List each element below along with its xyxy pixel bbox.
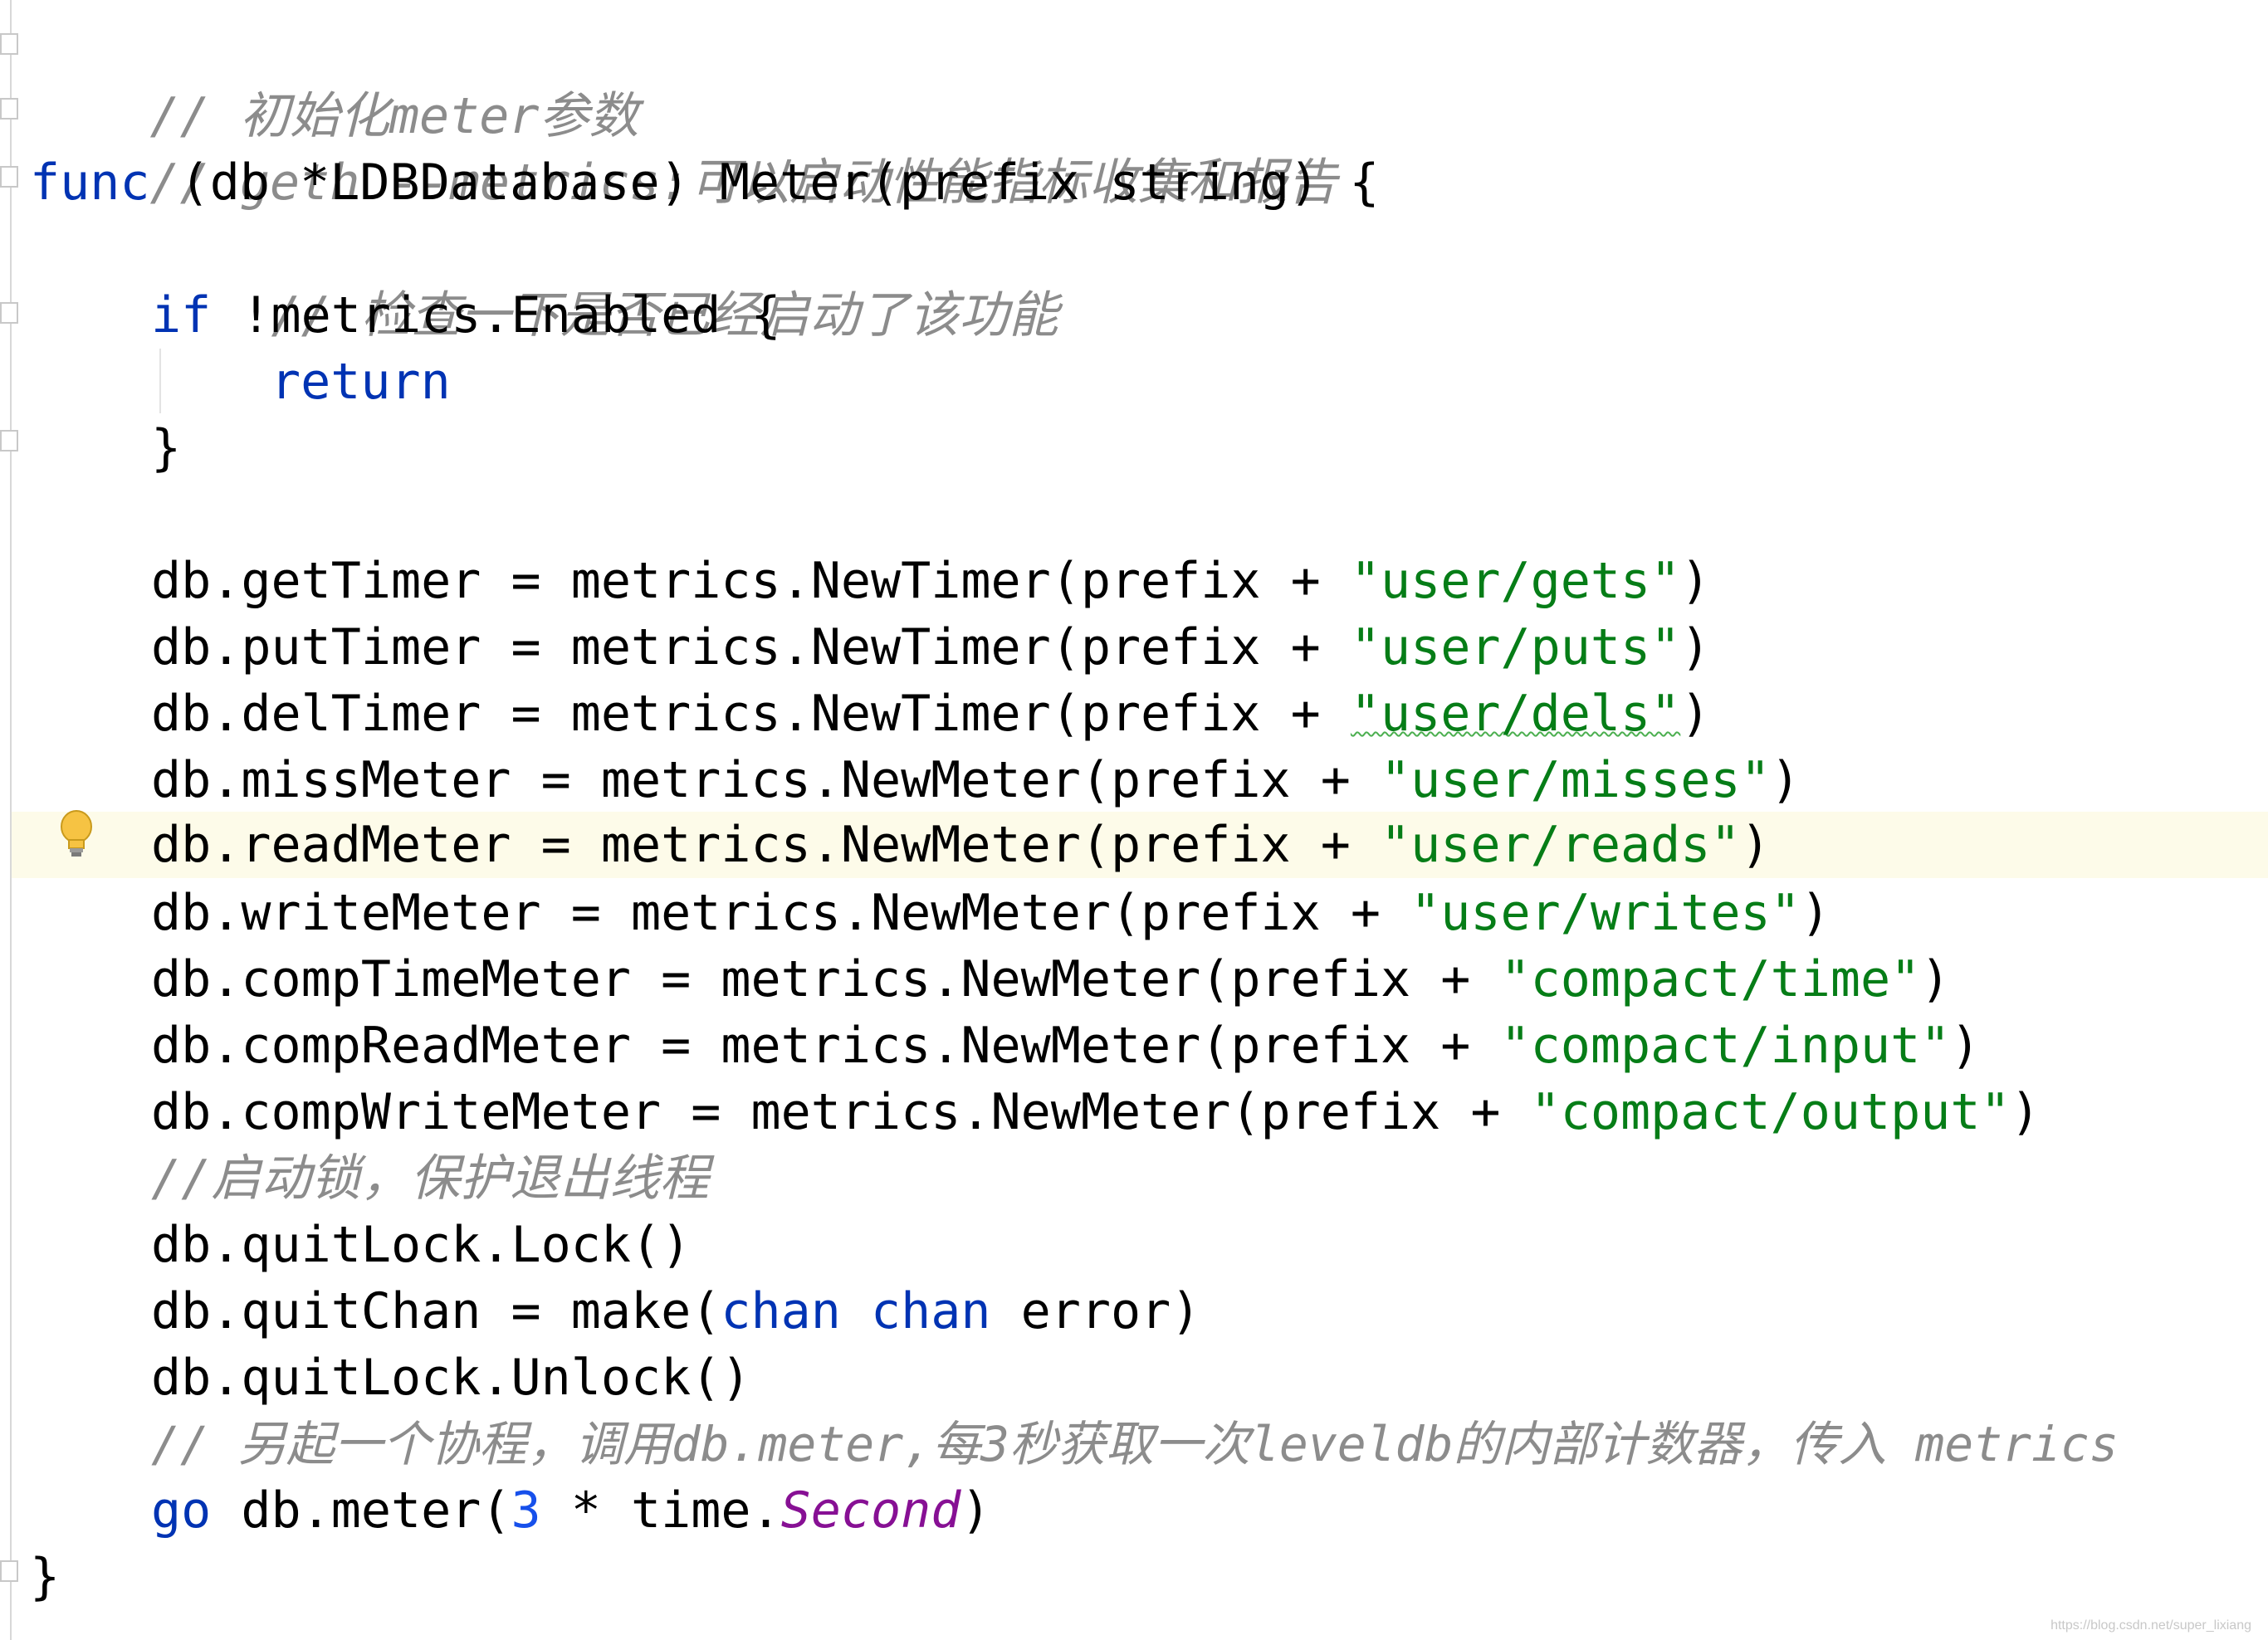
caret-row-highlight <box>12 812 2268 878</box>
number-literal: 3 <box>511 1481 541 1540</box>
code-line[interactable]: db.compReadMeter = metrics.NewMeter(pref… <box>30 1013 1981 1079</box>
editor-gutter <box>0 0 12 1640</box>
code-line[interactable]: // geth --metrics:可以启动性能指标收集和报告 <box>30 83 1337 212</box>
code-line[interactable]: // 初始化meter参数 <box>30 17 639 145</box>
comment-text: //启动锁，保护退出线程 <box>151 1149 710 1208</box>
code-text: ) <box>1950 1017 1981 1075</box>
watermark-text: https://blog.csdn.net/super_lixiang <box>2050 1618 2251 1633</box>
fold-marker-icon[interactable] <box>0 430 18 451</box>
string-literal: "user/dels" <box>1350 685 1681 743</box>
code-text: db.meter( <box>211 1481 511 1540</box>
code-text: !metrics.Enabled { <box>211 286 781 344</box>
code-text: ) <box>1800 884 1831 942</box>
code-text: ) <box>2010 1083 2041 1141</box>
code-line[interactable]: db.missMeter = metrics.NewMeter(prefix +… <box>30 747 1801 813</box>
code-line[interactable]: db.writeMeter = metrics.NewMeter(prefix … <box>30 880 1831 946</box>
constant-second: Second <box>780 1481 961 1540</box>
fold-marker-icon[interactable] <box>0 98 18 120</box>
comment-text: // 另起一个协程，调用db.meter,每3秒获取一次leveldb的内部计数… <box>151 1416 2119 1472</box>
code-text: * time. <box>540 1481 781 1540</box>
code-line[interactable]: db.quitChan = make(chan chan error) <box>30 1278 1200 1345</box>
code-text: ) <box>1680 685 1711 743</box>
string-literal: "user/gets" <box>1350 552 1681 610</box>
code-line[interactable]: // 检查一下是否已经启动了该功能 <box>30 216 1058 344</box>
code-text <box>841 1282 871 1340</box>
code-text: db.quitLock.Unlock() <box>151 1349 751 1407</box>
code-text: db.quitLock.Lock() <box>151 1216 692 1274</box>
string-literal: "user/puts" <box>1350 618 1681 676</box>
fold-marker-icon[interactable] <box>0 166 18 188</box>
code-text: ) <box>960 1481 991 1540</box>
code-text: db.delTimer = metrics.NewTimer(prefix + <box>151 685 1351 743</box>
code-line[interactable]: go db.meter(3 * time.Second) <box>30 1477 990 1544</box>
fold-marker-icon[interactable] <box>0 33 18 55</box>
string-literal: "user/misses" <box>1381 751 1771 809</box>
string-literal: "user/reads" <box>1381 816 1741 874</box>
code-text: db.getTimer = metrics.NewTimer(prefix + <box>151 552 1351 610</box>
code-text: db.putTimer = metrics.NewTimer(prefix + <box>151 618 1351 676</box>
code-line[interactable]: db.putTimer = metrics.NewTimer(prefix + … <box>30 614 1710 681</box>
string-literal: "compact/output" <box>1530 1083 2011 1141</box>
keyword-return: return <box>271 353 451 411</box>
string-literal: "user/writes" <box>1410 884 1801 942</box>
code-text: } <box>30 1548 61 1606</box>
code-line[interactable]: db.quitLock.Lock() <box>30 1212 691 1278</box>
keyword-func: func <box>30 154 150 212</box>
code-line[interactable]: db.quitLock.Unlock() <box>30 1345 750 1411</box>
code-text: db.compWriteMeter = metrics.NewMeter(pre… <box>151 1083 1531 1141</box>
code-line[interactable]: db.getTimer = metrics.NewTimer(prefix + … <box>30 548 1710 614</box>
comment-text: // geth --metrics:可以启动性能指标收集和报告 <box>149 154 1337 212</box>
code-text: ) <box>1680 552 1711 610</box>
string-literal: "compact/input" <box>1500 1017 1951 1075</box>
code-line[interactable]: //启动锁，保护退出线程 <box>30 1145 709 1212</box>
comment-text: // 初始化meter参数 <box>149 87 639 145</box>
code-line[interactable]: // 另起一个协程，调用db.meter,每3秒获取一次leveldb的内部计数… <box>30 1411 2119 1477</box>
fold-marker-icon[interactable] <box>0 1560 18 1582</box>
code-text: db.compReadMeter = metrics.NewMeter(pref… <box>151 1017 1501 1075</box>
code-text: ) <box>1740 816 1771 874</box>
keyword-go: go <box>151 1481 212 1540</box>
keyword-if: if <box>151 286 212 344</box>
code-text: db.compTimeMeter = metrics.NewMeter(pref… <box>151 950 1501 1008</box>
code-line[interactable]: func (db *LDBDatabase) Meter(prefix stri… <box>30 149 1380 216</box>
string-literal: "compact/time" <box>1500 950 1921 1008</box>
code-line[interactable]: return <box>30 349 451 415</box>
code-text: (db *LDBDatabase) Meter(prefix string) { <box>149 154 1380 212</box>
code-text: ) <box>1920 950 1951 1008</box>
keyword-chan: chan <box>870 1282 991 1340</box>
code-line[interactable]: db.compTimeMeter = metrics.NewMeter(pref… <box>30 946 1950 1013</box>
code-line[interactable]: db.delTimer = metrics.NewTimer(prefix + … <box>30 681 1710 747</box>
comment-text: // 检查一下是否已经启动了该功能 <box>271 286 1058 344</box>
code-text: ) <box>1680 618 1711 676</box>
code-text: } <box>151 419 182 477</box>
code-line[interactable]: if !metrics.Enabled { <box>30 282 781 349</box>
code-line[interactable]: } <box>30 1544 60 1610</box>
fold-marker-icon[interactable] <box>0 302 18 324</box>
lightbulb-icon[interactable] <box>56 808 96 860</box>
indent-guide <box>159 349 161 413</box>
code-text: ) <box>1770 751 1801 809</box>
code-text: error) <box>990 1282 1201 1340</box>
code-line[interactable]: db.compWriteMeter = metrics.NewMeter(pre… <box>30 1079 2041 1145</box>
code-line[interactable]: } <box>30 415 181 481</box>
code-text: db.writeMeter = metrics.NewMeter(prefix … <box>151 884 1411 942</box>
keyword-chan: chan <box>721 1282 841 1340</box>
code-line-current[interactable]: db.readMeter = metrics.NewMeter(prefix +… <box>30 812 1771 878</box>
code-text: db.readMeter = metrics.NewMeter(prefix + <box>151 816 1381 874</box>
code-text: db.missMeter = metrics.NewMeter(prefix + <box>151 751 1381 809</box>
code-text: db.quitChan = make( <box>151 1282 721 1340</box>
